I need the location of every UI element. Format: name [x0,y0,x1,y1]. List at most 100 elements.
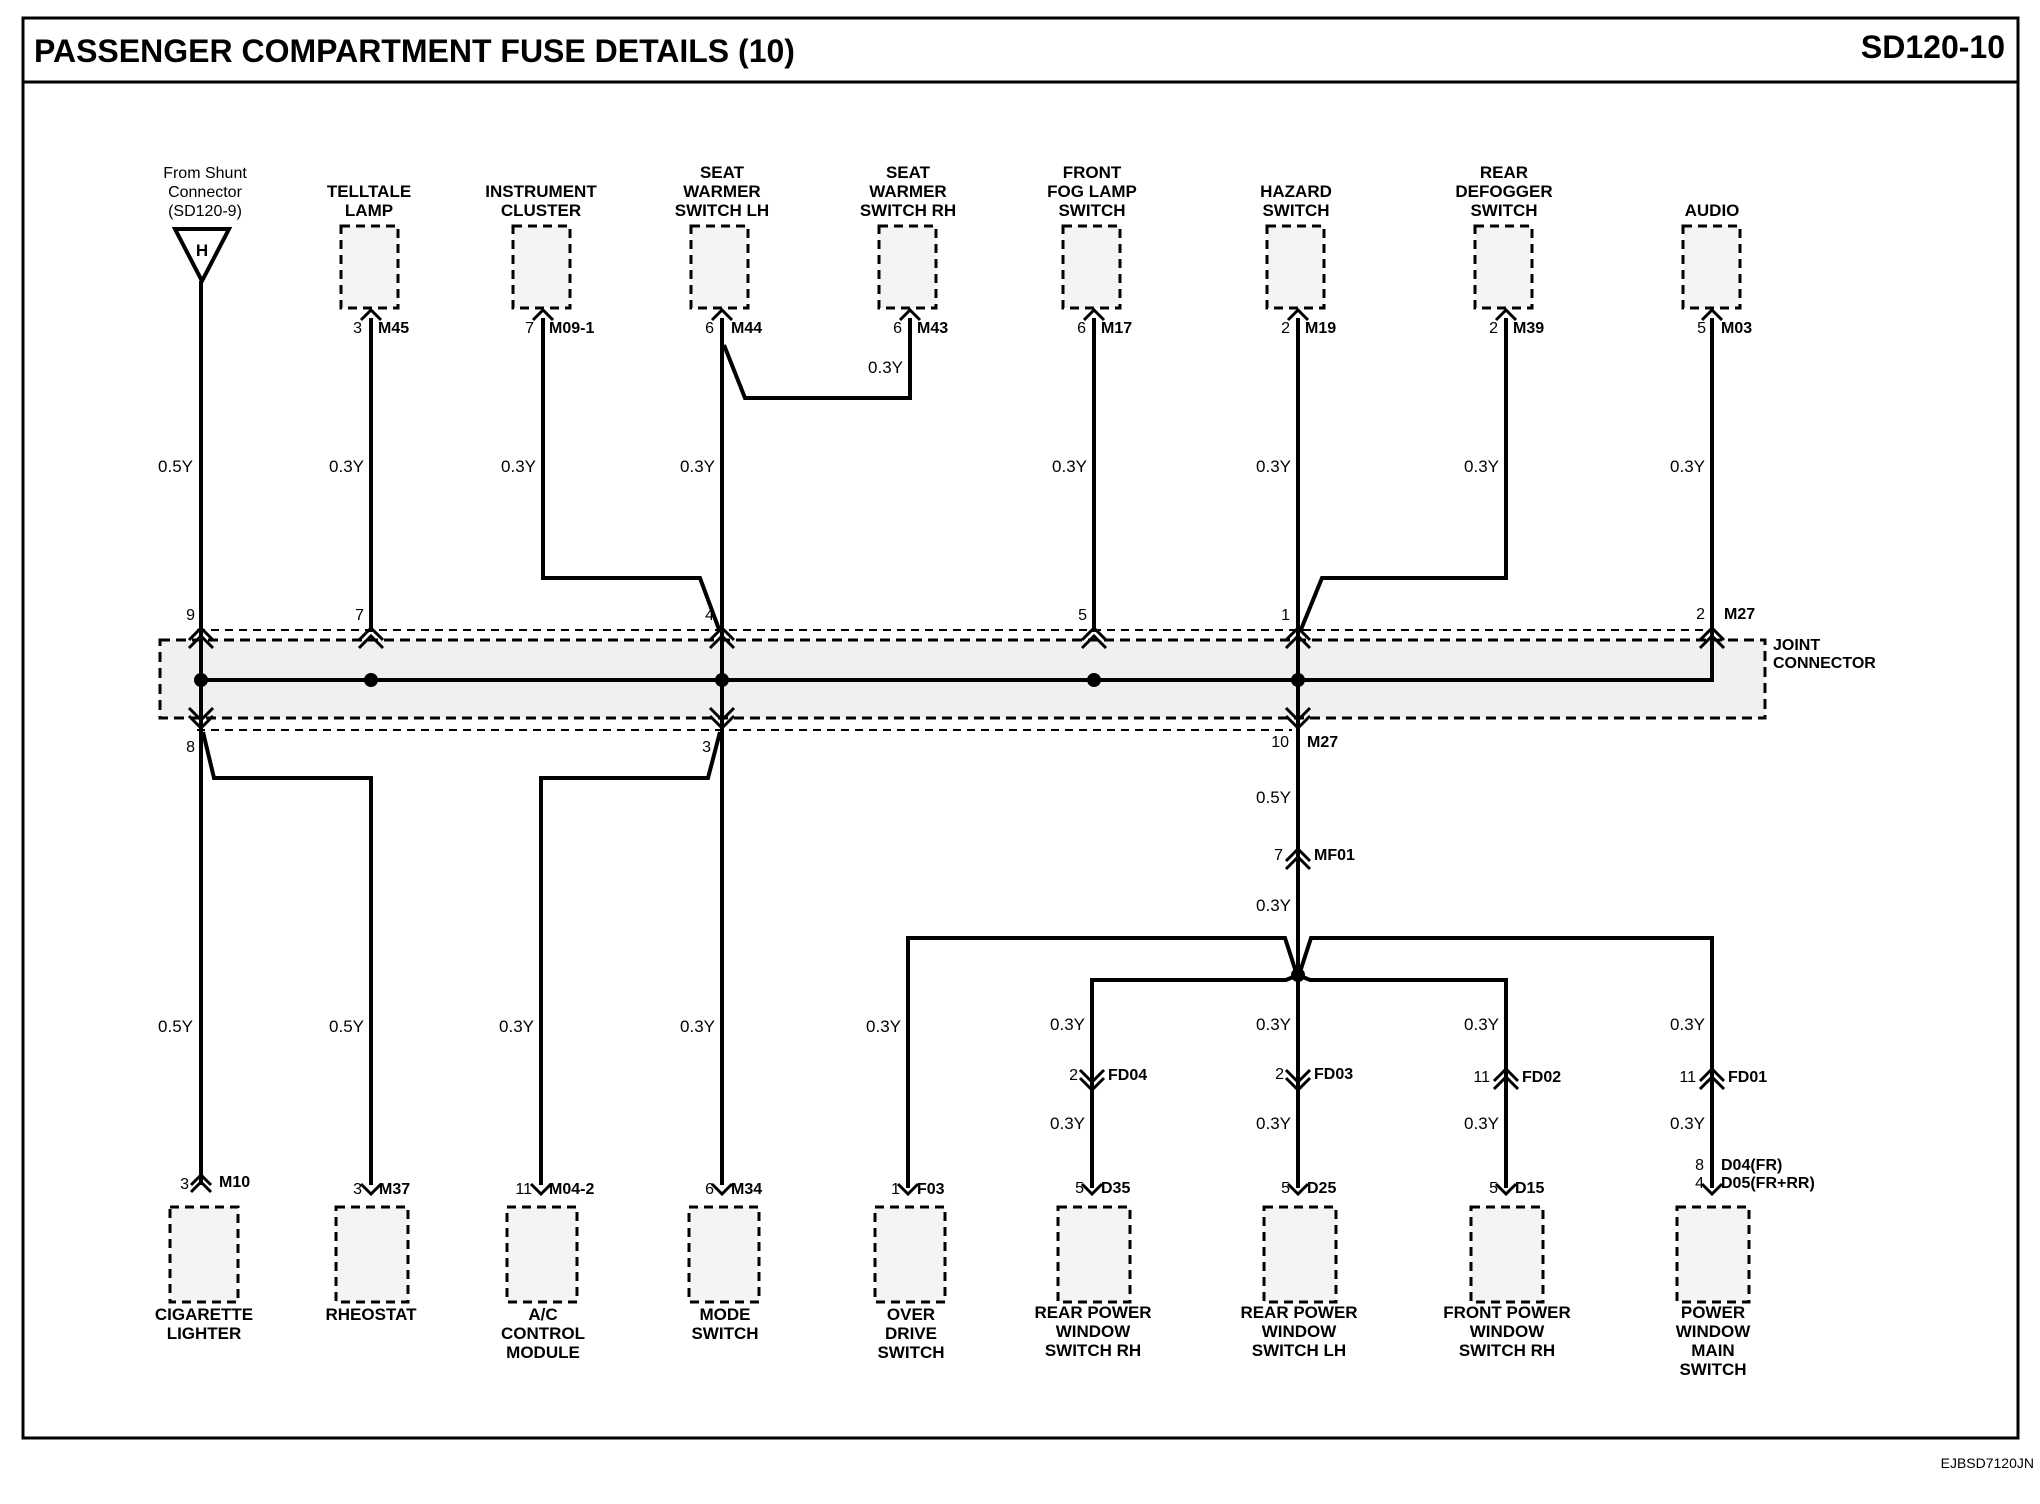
hazard-label-1: HAZARD [1260,182,1332,201]
front-rh-connector: D15 [1515,1180,1544,1197]
seat-rh-wire [722,318,912,400]
cigarette-lighter: CIGARETTE LIGHTER [155,1205,253,1343]
cluster-box [511,224,572,310]
lighter-pin: 3 [180,1176,189,1193]
fog-connector: M17 [1101,320,1132,337]
seat-rh-label-3: SWITCH RH [860,201,956,220]
defog-connector: M39 [1513,320,1544,337]
rheostat-connector: M37 [379,1181,410,1198]
defog-gauge: 0.3Y [1464,457,1499,476]
telltale-label-2: LAMP [345,201,393,220]
main-switch-label-2: WINDOW [1676,1322,1752,1341]
defog-label-3: SWITCH [1470,201,1537,220]
rear-lh-connector: D25 [1307,1180,1336,1197]
defog-box [1473,224,1534,310]
main-switch-connector-b: D05(FR+RR) [1721,1175,1815,1192]
joint-pin-2: 2 [1696,606,1705,623]
rheostat-wire [201,731,373,1185]
shunt-label-1: From Shunt [163,165,247,182]
cluster-connector: M09-1 [549,320,594,337]
seat-lh-connector: M44 [731,320,762,337]
front-rh-gauge-2: 0.3Y [1464,1114,1499,1133]
fog-pin: 6 [1077,320,1086,337]
mode-connector: M34 [731,1181,762,1198]
overdrive-label-1: OVER [887,1305,935,1324]
main-switch-label-4: SWITCH [1679,1360,1746,1379]
seat-rh-box [877,224,938,310]
joint-pin-3: 3 [702,739,711,756]
fd02-connector: FD02 [1522,1069,1561,1086]
main-switch-label-3: MAIN [1691,1341,1734,1360]
seat-lh-box [689,224,750,310]
front-rh-label-2: WINDOW [1470,1322,1546,1341]
rear-lh-box [1262,1205,1338,1304]
joint-pin-1: 1 [1281,607,1290,624]
main-switch-gauge-2: 0.3Y [1670,1114,1705,1133]
overdrive-box [873,1205,947,1304]
joint-connector-label-2: CONNECTOR [1773,655,1876,672]
page-code: SD120-10 [1861,29,2005,65]
overdrive-label-2: DRIVE [885,1324,937,1343]
fd01-connector: FD01 [1728,1069,1767,1086]
seat-rh-connector: M43 [917,320,948,337]
shunt-label-3: (SD120-9) [168,203,242,220]
front-rh-wire [1297,973,1508,1188]
joint-m27-bottom-connector: M27 [1307,734,1338,751]
main-switch-wire [1298,936,1714,1188]
front-rh-pin: 5 [1489,1180,1498,1197]
main-switch-box [1675,1205,1751,1304]
front-rh-label-1: FRONT POWER [1443,1303,1571,1322]
seat-lh-label-3: SWITCH LH [675,201,769,220]
joint-connector-label-1: JOINT [1773,637,1820,654]
over-drive-switch: OVER DRIVE SWITCH [873,1205,947,1362]
ac-label-1: A/C [528,1305,557,1324]
main-switch-connector-a: D04(FR) [1721,1157,1782,1174]
lighter-box [168,1205,240,1304]
diagram-frame [21,16,2020,1440]
fd03-pin: 2 [1275,1066,1284,1083]
front-power-window-switch-rh: FRONT POWER WINDOW SWITCH RH [1443,1205,1571,1360]
rear-lh-gauge-2: 0.3Y [1256,1114,1291,1133]
ac-label-3: MODULE [506,1343,580,1362]
seat-rh-pin: 6 [893,320,902,337]
rheostat: RHEOSTAT [326,1205,417,1324]
defog-wire [1298,318,1508,633]
main-switch-pin-a: 8 [1695,1157,1704,1174]
mf01-chevron-b [1284,854,1312,871]
fd-chevrons [1078,1066,1726,1093]
seat-warmer-switch-rh: SEAT WARMER SWITCH RH [860,163,956,310]
fog-gauge: 0.3Y [1052,457,1087,476]
main-switch-gauge: 0.3Y [1670,1015,1705,1034]
front-rh-gauge: 0.3Y [1464,1015,1499,1034]
top-pin-chevrons [359,307,1724,322]
overdrive-gauge: 0.3Y [866,1017,901,1036]
fd03-connector: FD03 [1314,1066,1353,1083]
joint-bus-bar [201,632,1714,682]
joint-pin-5: 5 [1078,607,1087,624]
mode-box [687,1205,761,1304]
mode-label-2: SWITCH [691,1324,758,1343]
fd01-pin: 11 [1679,1069,1696,1086]
ac-label-2: CONTROL [501,1324,585,1343]
main-switch-label-1: POWER [1681,1303,1745,1322]
hazard-gauge: 0.3Y [1256,457,1291,476]
mode-pin: 6 [705,1181,714,1198]
rear-lh-label-1: REAR POWER [1240,1303,1357,1322]
joint-pin-9: 9 [186,607,195,624]
rear-rh-label-3: SWITCH RH [1045,1341,1141,1360]
defog-label-2: DEFOGGER [1455,182,1552,201]
overdrive-connector: F03 [917,1181,945,1198]
audio: AUDIO [1681,201,1742,310]
defog-pin: 2 [1489,320,1498,337]
fog-box [1061,224,1122,310]
rheostat-pin: 3 [353,1181,362,1198]
rear-rh-label-2: WINDOW [1056,1322,1132,1341]
shunt-gauge: 0.5Y [158,457,193,476]
ac-control-module: A/C CONTROL MODULE [501,1205,585,1362]
mf01-pin: 7 [1274,847,1283,864]
lighter-label-2: LIGHTER [167,1324,242,1343]
instrument-cluster: INSTRUMENT CLUSTER [485,182,597,310]
front-fog-lamp-switch: FRONT FOG LAMP SWITCH [1047,163,1137,310]
fd02-pin: 11 [1473,1069,1490,1086]
